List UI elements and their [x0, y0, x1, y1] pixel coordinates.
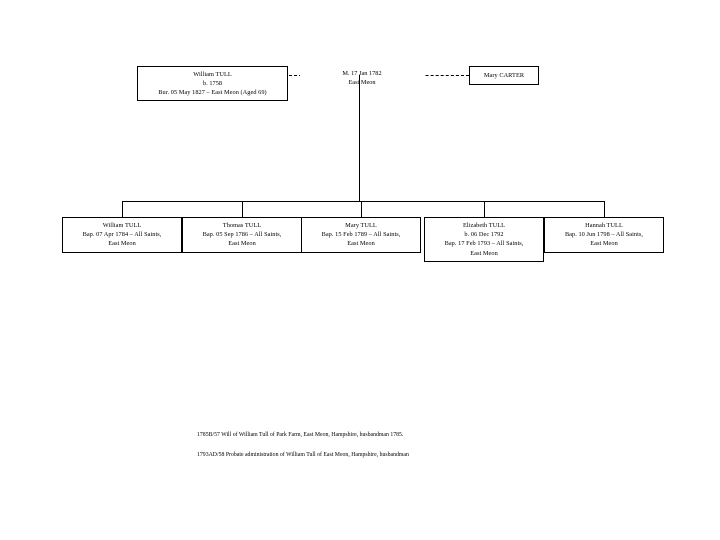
person-box-child-1[interactable]: William TULL Bap. 07 Apr 1784 – All Sain… — [62, 217, 182, 253]
child-2-place: East Meon — [228, 240, 256, 248]
sibling-stub-1 — [242, 201, 243, 217]
father-birth: b. 1758 — [202, 80, 223, 88]
child-2-baptism: Bap. 05 Sep 1786 – All Saints, — [202, 231, 282, 239]
sibling-stub-0 — [122, 201, 123, 217]
sibling-stub-3 — [484, 201, 485, 217]
child-1-name: William TULL — [102, 222, 142, 229]
child-1-place: East Meon — [108, 240, 136, 248]
person-box-father[interactable]: William TULL b. 1758 Bur. 05 May 1827 – … — [137, 66, 288, 101]
footnote-probate: 1793AD/58 Probate administration of Will… — [197, 452, 409, 458]
child-5-place: East Meon — [590, 240, 618, 248]
descent-drop-line — [359, 75, 360, 201]
child-4-birth: b. 06 Dec 1792 — [464, 231, 504, 239]
marriage-label: M. 17 Jan 1782 East Meon — [300, 69, 424, 88]
child-4-name: Elizabeth TULL — [462, 222, 506, 229]
child-4-place: East Meon — [470, 249, 498, 257]
sibling-horizontal-bar — [122, 201, 604, 202]
person-box-child-2[interactable]: Thomas TULL Bap. 05 Sep 1786 – All Saint… — [182, 217, 302, 253]
child-5-name: Hannah TULL — [585, 222, 623, 229]
person-box-child-3[interactable]: Mary TULL Bap. 15 Feb 1789 – All Saints,… — [301, 217, 421, 253]
child-5-baptism: Bap. 10 Jun 1798 – All Saints, — [564, 231, 644, 239]
child-3-name: Mary TULL — [345, 222, 377, 229]
marriage-date: M. 17 Jan 1782 — [342, 70, 382, 77]
person-box-child-5[interactable]: Hannah TULL Bap. 10 Jun 1798 – All Saint… — [544, 217, 664, 253]
mother-name: Mary CARTER — [483, 72, 525, 79]
father-burial: Bur. 05 May 1827 – East Meon (Aged 69) — [158, 89, 267, 97]
child-1-baptism: Bap. 07 Apr 1784 – All Saints, — [82, 231, 162, 239]
child-3-place: East Meon — [347, 240, 375, 248]
sibling-stub-4 — [604, 201, 605, 217]
person-box-child-4[interactable]: Elizabeth TULL b. 06 Dec 1792 Bap. 17 Fe… — [424, 217, 544, 262]
father-name: William TULL — [193, 71, 232, 78]
sibling-stub-2 — [361, 201, 362, 217]
child-4-baptism: Bap. 17 Feb 1793 – All Saints, — [444, 240, 524, 248]
marriage-place: East Meon — [348, 79, 376, 87]
person-box-mother[interactable]: Mary CARTER — [469, 66, 539, 85]
child-2-name: Thomas TULL — [222, 222, 262, 229]
footnote-will: 1785B/57 Will of William Tull of Park Fa… — [197, 432, 404, 438]
child-3-baptism: Bap. 15 Feb 1789 – All Saints, — [321, 231, 401, 239]
